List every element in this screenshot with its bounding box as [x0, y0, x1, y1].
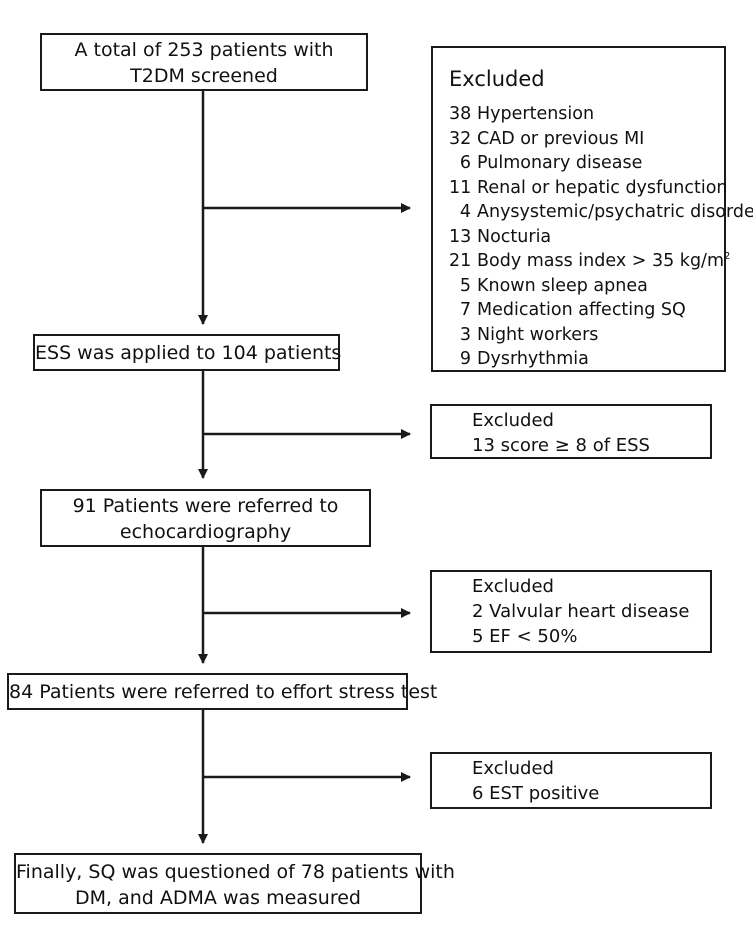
exclusion-superscript: 2: [724, 251, 731, 263]
screened-box: A total of 253 patients with T2DM screen…: [40, 33, 368, 91]
exclusion-reason: Known sleep apnea: [477, 275, 648, 296]
final-line-2: DM, and ADMA was measured: [75, 887, 361, 909]
exclusion-reason: Dysrhythmia: [477, 349, 589, 369]
exclusion-reason: CAD or previous MI: [477, 128, 645, 149]
screened-line-2: T2DM screened: [130, 65, 278, 87]
exclusion-reason: Body mass index > 35 kg/m: [477, 251, 724, 271]
exclusion-count: 21: [449, 251, 472, 271]
exclusion-1-item: 4 Anysystemic/psychatric disorder: [449, 200, 753, 225]
exclusion-reason: Night workers: [477, 324, 599, 345]
exclusion-box-2: Excluded 13 score ≥ 8 of ESS: [430, 404, 712, 459]
exclusion-reason: Hypertension: [477, 104, 595, 124]
screened-line-1: A total of 253 patients with: [74, 39, 334, 61]
exclusion-box-3: Excluded 2 Valvular heart disease 5 EF <…: [430, 570, 712, 653]
exclusion-count: 38: [449, 104, 472, 124]
exclusion-reason: Medication affecting SQ: [477, 300, 686, 320]
exclusion-reason: Pulmonary disease: [477, 153, 643, 173]
exclusion-1-item: 9 Dysrhythmia: [449, 347, 724, 372]
exclusion-count: 5: [459, 275, 471, 296]
exclusion-count: 9: [459, 349, 471, 369]
exclusion-box-4: Excluded 6 EST positive: [430, 752, 712, 809]
exclusion-1-heading: Excluded: [449, 67, 545, 91]
exclusion-2-item: 13 score ≥ 8 of ESS: [472, 435, 650, 456]
exclusion-1-item: 7 Medication affecting SQ: [449, 298, 724, 323]
exclusion-count: 4: [459, 202, 471, 222]
ess-box: ESS was applied to 104 patients: [33, 334, 342, 371]
exclusion-1-item: 6 Pulmonary disease: [449, 151, 724, 176]
exclusion-2-heading: Excluded: [472, 410, 554, 431]
exclusion-count: 11: [449, 177, 472, 198]
exclusion-3-heading: Excluded: [472, 576, 554, 597]
echo-box: 91 Patients were referred to echocardiog…: [40, 489, 371, 547]
exclusion-1-item: 5 Known sleep apnea: [449, 274, 724, 299]
exclusion-1-item: 3 Night workers: [449, 323, 724, 348]
exclusion-reason: Nocturia: [477, 226, 552, 247]
exclusion-count: 6: [459, 153, 471, 173]
echo-line-2: echocardiography: [119, 521, 292, 543]
exclusion-3-item: 2 Valvular heart disease: [472, 601, 690, 622]
exclusion-reason: Renal or hepatic dysfunction: [477, 177, 728, 198]
exclusion-count: 13: [449, 226, 472, 247]
echo-line-1: 91 Patients were referred to: [72, 495, 339, 517]
exclusion-count: 7: [459, 300, 471, 320]
exclusion-4-heading: Excluded: [472, 758, 554, 779]
exclusion-4-item: 6 EST positive: [472, 783, 600, 804]
final-line-1: Finally, SQ was questioned of 78 patient…: [16, 861, 455, 883]
ess-line: ESS was applied to 104 patients: [35, 342, 342, 364]
effort-line: 84 Patients were referred to effort stre…: [9, 681, 438, 703]
exclusion-3-item: 5 EF < 50%: [472, 626, 578, 647]
exclusion-reason: Anysystemic/psychatric disorder: [477, 202, 753, 222]
exclusion-count: 32: [449, 128, 472, 149]
effort-box: 84 Patients were referred to effort stre…: [7, 673, 438, 710]
final-box: Finally, SQ was questioned of 78 patient…: [14, 853, 455, 914]
exclusion-count: 3: [459, 324, 471, 345]
